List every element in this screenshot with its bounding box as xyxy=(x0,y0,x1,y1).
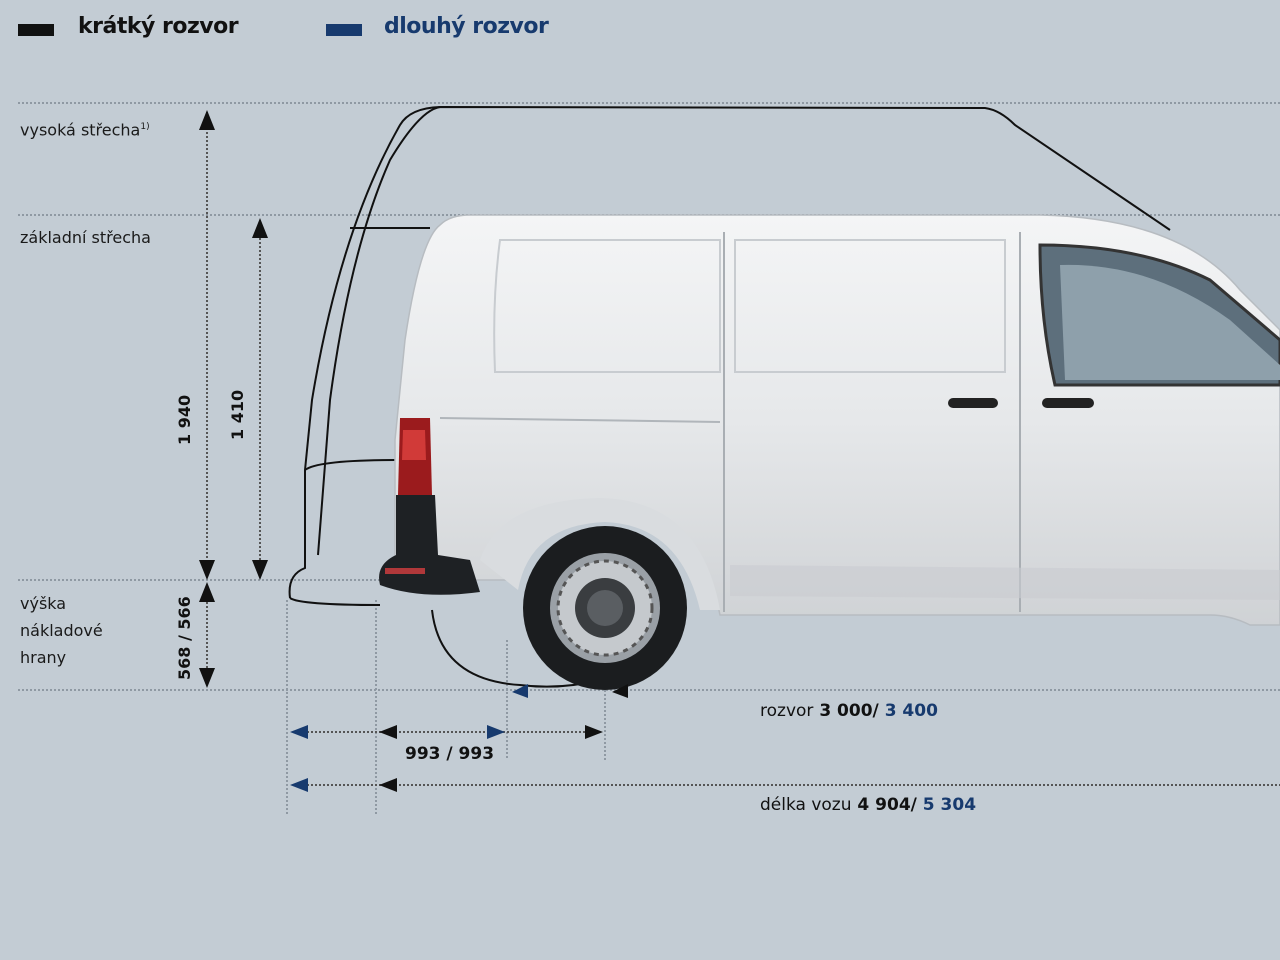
dim-height-high: 1 940 xyxy=(175,394,194,445)
legend-label-long: dlouhý rozvor xyxy=(384,14,549,39)
dim-length: délka vozu 4 904/ 5 304 xyxy=(760,795,976,815)
dim-height-base: 1 410 xyxy=(228,389,247,440)
separator: / xyxy=(910,795,917,815)
van-image xyxy=(379,214,1280,690)
label-load-edge-line3: hrany xyxy=(20,648,67,667)
length-arrows xyxy=(295,731,1280,786)
wheelbase-long: 3 400 xyxy=(884,701,938,721)
legend-swatch-long xyxy=(326,24,362,36)
height-arrows xyxy=(206,112,261,680)
dim-wheelbase: rozvor 3 000/ 3 400 xyxy=(760,701,938,721)
legend-label-short: krátký rozvor xyxy=(78,14,239,39)
horizontal-arrowheads xyxy=(290,684,628,792)
legend-swatch-short xyxy=(18,24,54,36)
dim-load-edge: 568 / 566 xyxy=(175,596,194,680)
label-high-roof-text: vysoká střecha xyxy=(20,120,141,140)
label-load-edge-line2: nákladové xyxy=(20,621,103,640)
label-base-roof: základní střecha xyxy=(20,228,151,247)
wheelbase-label: rozvor xyxy=(760,701,814,721)
length-short: 4 904 xyxy=(857,795,911,815)
length-label: délka vozu xyxy=(760,795,852,815)
dim-rear-overhang: 993 / 993 xyxy=(405,744,495,764)
wheelbase-short: 3 000 xyxy=(819,701,873,721)
label-high-roof: vysoká střecha1) xyxy=(20,114,150,143)
label-load-edge: výška nákladové hrany xyxy=(20,590,103,671)
arrowheads xyxy=(199,110,268,688)
footnote-marker: 1) xyxy=(140,122,150,132)
label-load-edge-line1: výška xyxy=(20,594,67,613)
high-roof-outline xyxy=(288,105,1171,599)
rear-wheel xyxy=(523,526,687,690)
length-long: 5 304 xyxy=(922,795,977,815)
reference-lines xyxy=(18,102,1280,815)
separator: / xyxy=(872,701,879,721)
